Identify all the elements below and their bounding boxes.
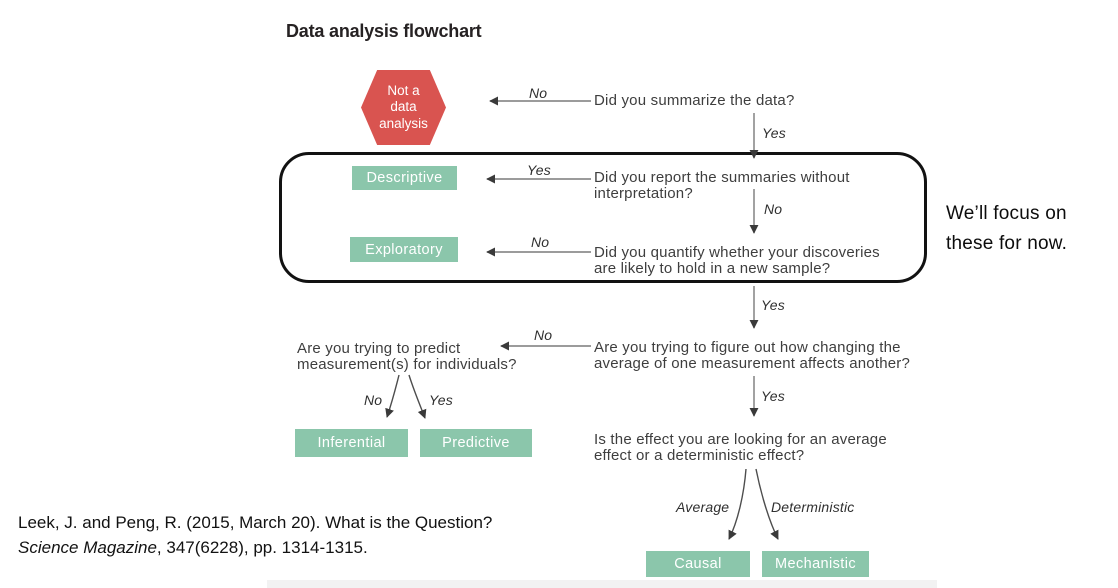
edge-label-report-no: No xyxy=(764,201,783,217)
edge-label-figure-no: No xyxy=(534,327,553,343)
annotation-note: We’ll focus on these for now. xyxy=(946,203,1068,254)
arrow-predict-no xyxy=(385,374,400,418)
highlight-outline xyxy=(279,152,927,283)
question-effect: Is the effect you are looking for an ave… xyxy=(594,431,887,464)
citation-line2-rest: , 347(6228), pp. 1314-1315. xyxy=(156,538,368,557)
edge-label-quantify-no: No xyxy=(531,234,550,250)
arrow-predict-yes xyxy=(408,374,427,419)
question-figure-out: Are you trying to figure out how changin… xyxy=(594,339,911,372)
figure-bottom-strip xyxy=(267,580,937,588)
question-summarize: Did you summarize the data? xyxy=(594,92,795,109)
outcome-mechanistic: Mechanistic xyxy=(762,551,869,577)
edge-label-summarize-no: No xyxy=(529,85,548,101)
edge-label-effect-deterministic: Deterministic xyxy=(771,499,855,515)
page-title: Data analysis flowchart xyxy=(286,21,482,41)
outcome-causal: Causal xyxy=(646,551,750,577)
edge-label-predict-no: No xyxy=(364,392,383,408)
edge-label-effect-average: Average xyxy=(676,499,730,515)
outcome-inferential: Inferential xyxy=(295,429,408,457)
edge-label-figure-yes: Yes xyxy=(761,388,785,404)
question-report: Did you report the summaries without int… xyxy=(594,169,850,202)
citation-line1: Leek, J. and Peng, R. (2015, March 20). … xyxy=(18,513,493,532)
not-a-data-analysis-terminal: Not a data analysis xyxy=(361,70,446,145)
edge-label-summarize-yes: Yes xyxy=(762,125,786,141)
edge-label-quantify-yes: Yes xyxy=(761,297,785,313)
citation-journal: Science Magazine xyxy=(18,538,157,557)
question-quantify: Did you quantify whether your discoverie… xyxy=(594,244,880,277)
outcome-descriptive: Descriptive xyxy=(352,166,457,190)
outcome-exploratory: Exploratory xyxy=(350,237,458,262)
edge-label-predict-yes: Yes xyxy=(429,392,453,408)
edge-label-report-yes: Yes xyxy=(527,162,551,178)
outcome-predictive: Predictive xyxy=(420,429,532,457)
arrow-effect-average xyxy=(728,468,747,540)
question-predict: Are you trying to predict measurement(s)… xyxy=(297,340,517,373)
citation: Leek, J. and Peng, R. (2015, March 20). … xyxy=(18,510,492,560)
